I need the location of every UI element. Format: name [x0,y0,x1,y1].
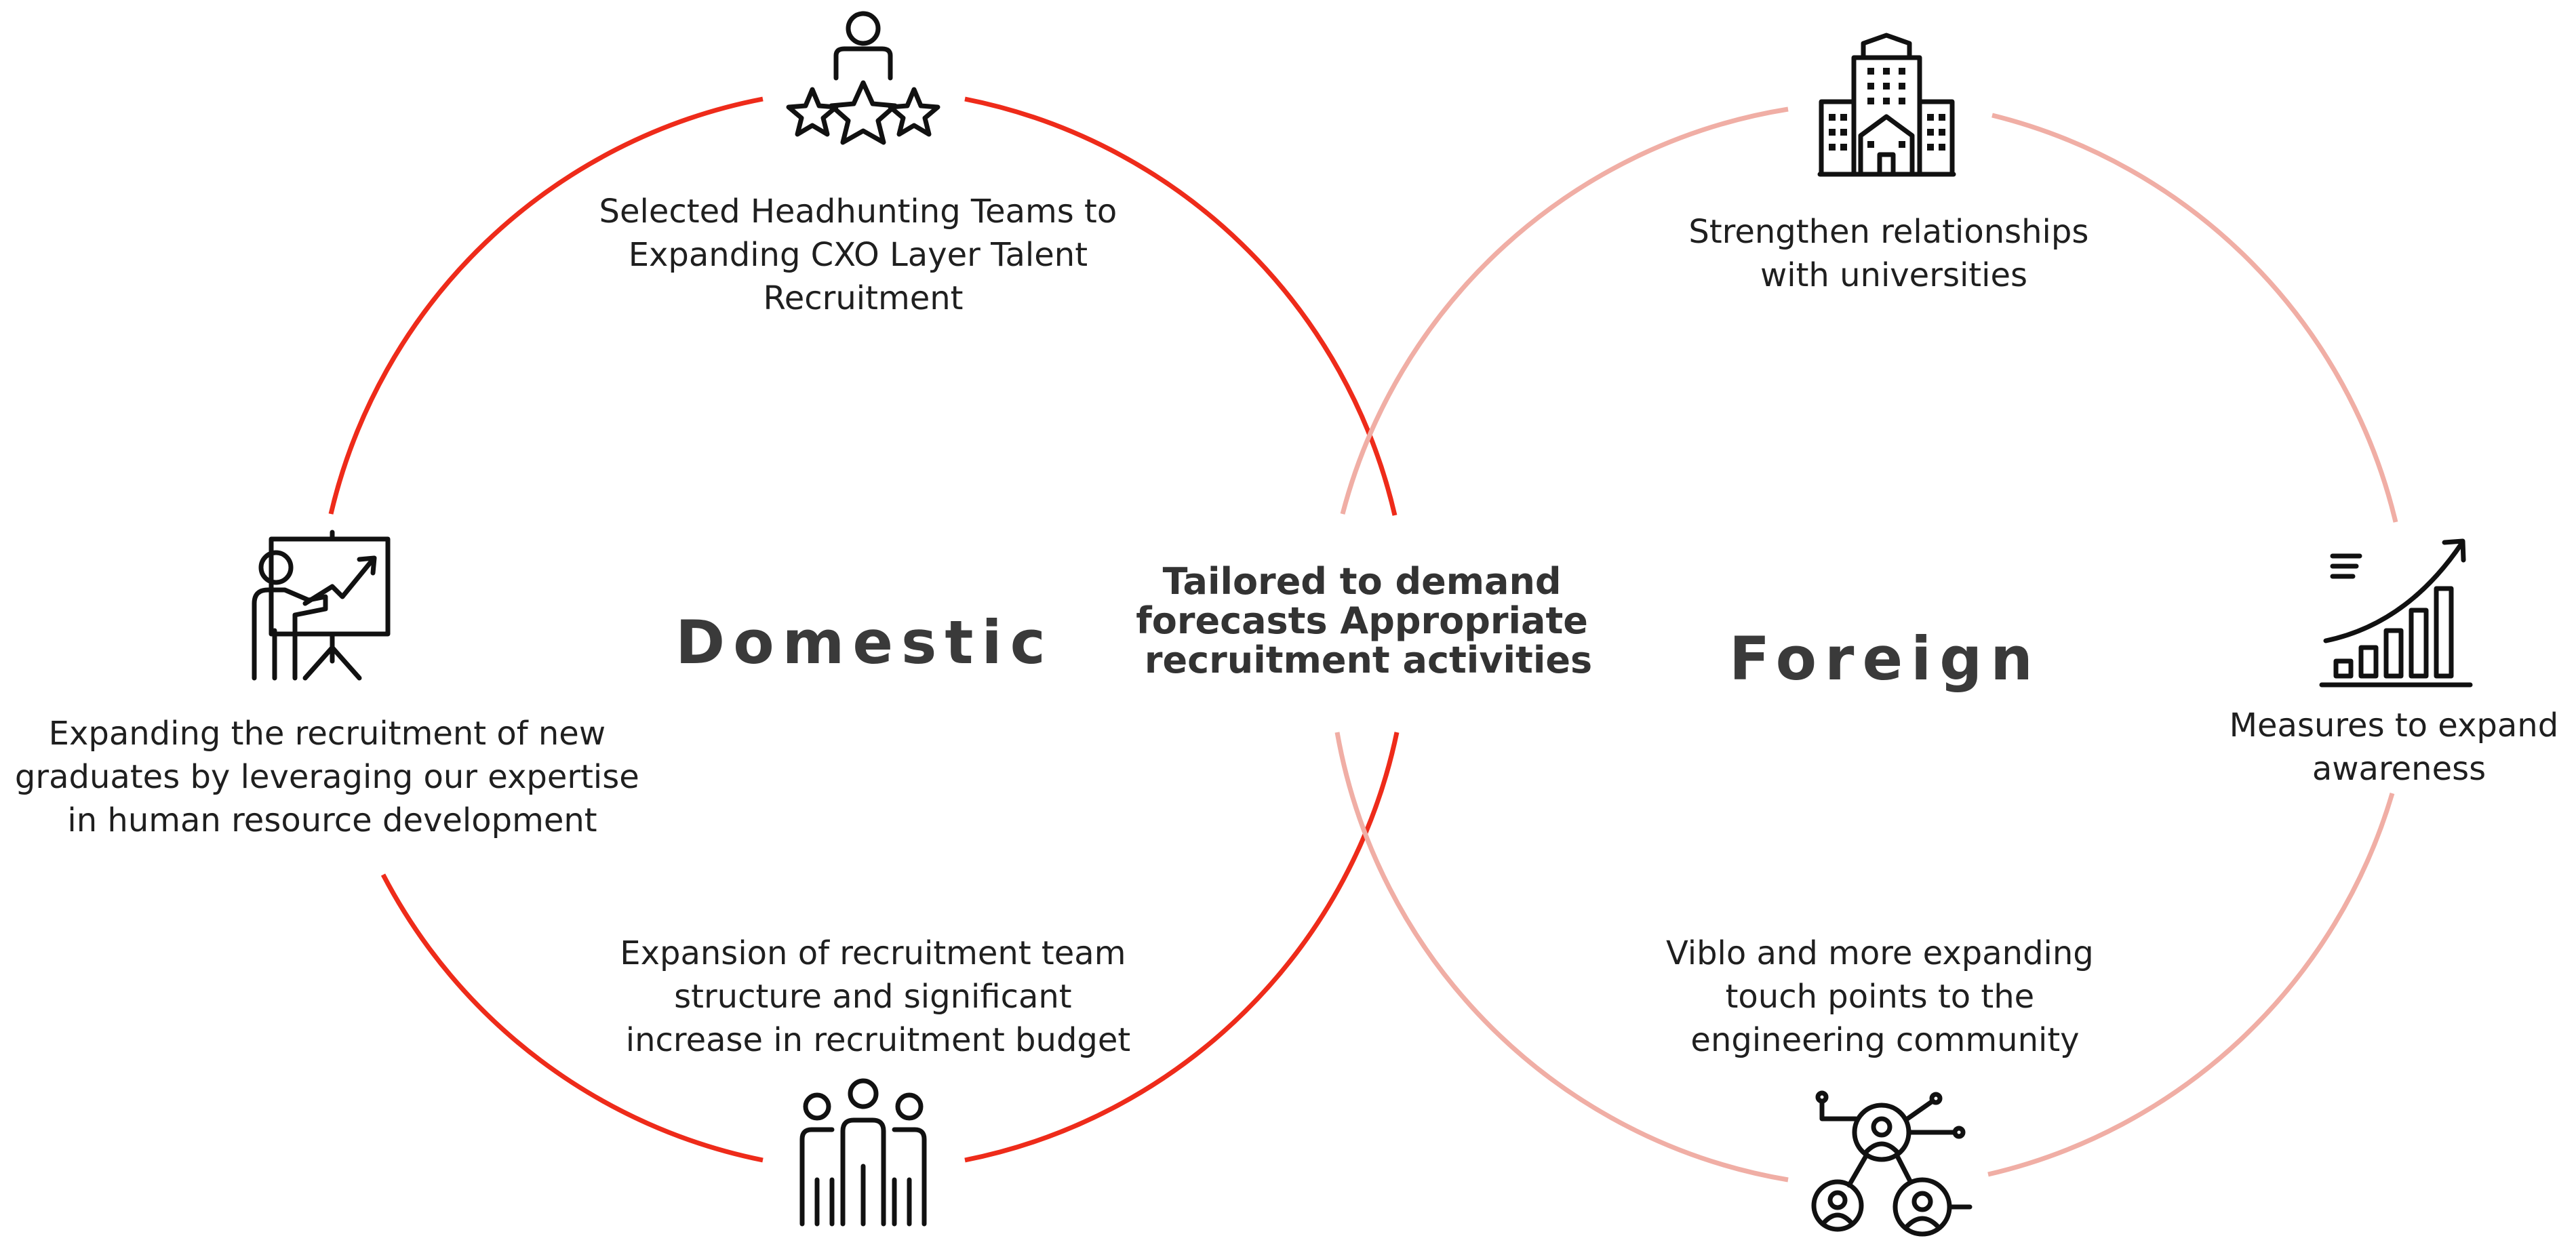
center-line: recruitment activities [1145,639,1592,681]
foreign-ring [1334,106,2398,1183]
foreign-bottom-line: touch points to the [1726,978,2035,1016]
center-line: forecasts Appropriate [1136,599,1588,642]
person-with-stars-icon [786,11,940,145]
domestic-bottom-label: Expansion of recruitment team structure … [620,934,1136,1059]
domestic-title: Domestic [675,608,1054,677]
foreign-bottom-label: Viblo and more expanding touch points to… [1666,934,2104,1059]
foreign-title: Foreign [1729,624,2041,694]
domestic-top-line: Recruitment [764,279,964,317]
engineering-network-icon [1811,1090,1973,1237]
domestic-left-line: Expanding the recruitment of new [49,715,606,753]
foreign-right-line: awareness [2312,750,2486,788]
domestic-bottom-line: Expansion of recruitment team [620,934,1126,972]
domestic-top-label: Selected Headhunting Teams to Expanding … [599,193,1128,317]
foreign-bottom-line: engineering community [1690,1021,2079,1059]
center-label: Tailored to demand forecasts Appropriate… [1136,560,1601,681]
presentation-growth-icon [252,530,391,681]
domestic-left-line: in human resource development [67,801,597,839]
foreign-top-line: with universities [1760,256,2027,294]
domestic-left-label: Expanding the recruitment of new graduat… [15,715,650,839]
foreign-top-label: Strengthen relationships with universiti… [1688,213,2099,294]
domestic-top-line: Selected Headhunting Teams to [599,193,1117,231]
center-line: Tailored to demand [1163,560,1562,603]
growth-bar-chart-icon [2319,538,2473,688]
team-group-icon [799,1078,927,1227]
domestic-ring [328,96,1400,1163]
foreign-bottom-line: Viblo and more expanding [1666,934,2094,972]
foreign-right-label: Measures to expand awareness [2230,707,2569,788]
foreign-top-line: Strengthen relationships [1688,213,2088,251]
domestic-left-line: graduates by leveraging our expertise [15,758,639,796]
domestic-top-line: Expanding CXO Layer Talent [629,236,1088,274]
foreign-right-line: Measures to expand [2230,707,2559,744]
domestic-bottom-line: increase in recruitment budget [626,1021,1130,1059]
university-building-icon [1817,33,1956,177]
domestic-bottom-line: structure and significant [674,978,1072,1016]
